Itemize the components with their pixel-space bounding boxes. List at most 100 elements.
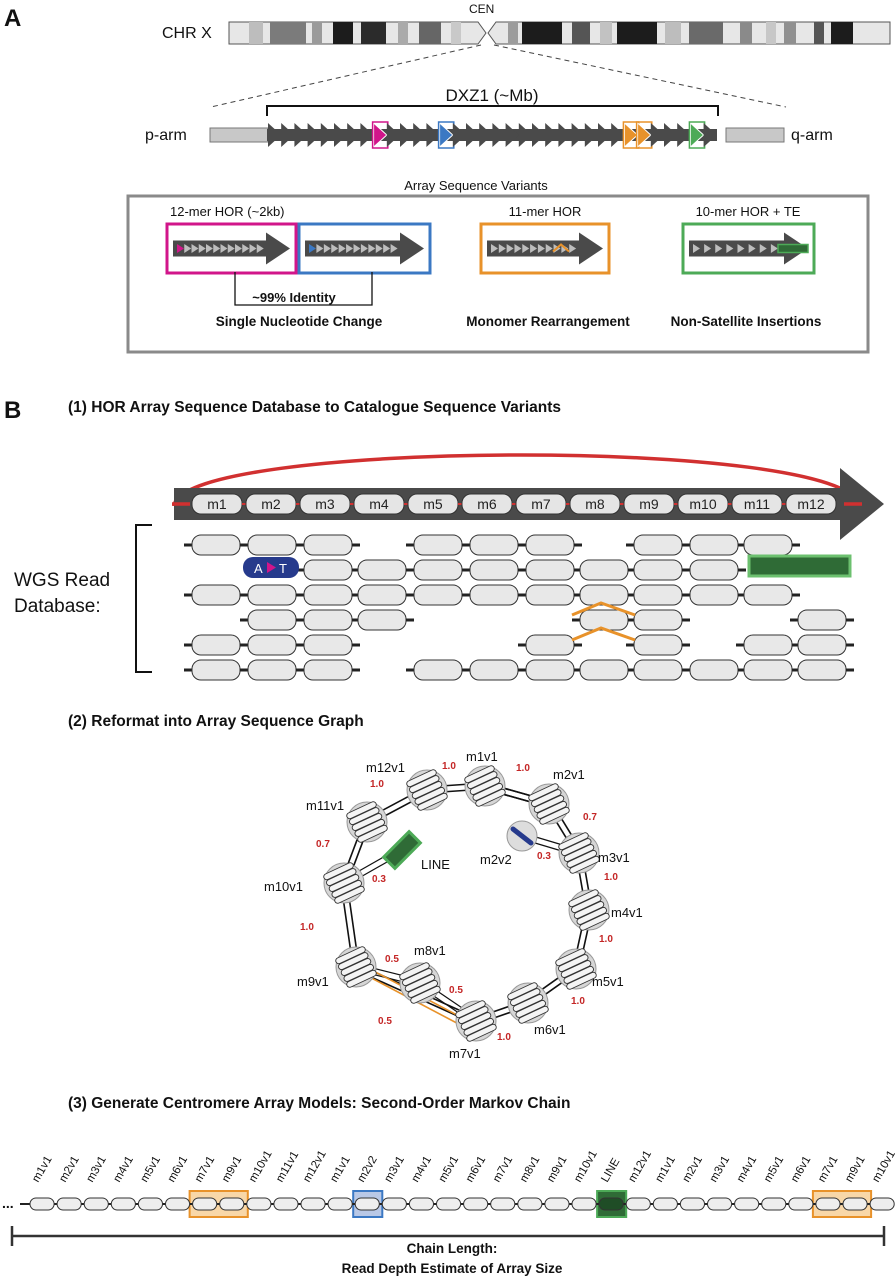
graph-node-read bbox=[579, 912, 610, 931]
read-monomer bbox=[303, 659, 353, 681]
read-monomer bbox=[357, 559, 407, 581]
chromosome-ideogram bbox=[228, 21, 891, 45]
read-monomer bbox=[247, 534, 297, 556]
chain-label: m5v1 bbox=[437, 1154, 461, 1184]
chain-monomer bbox=[598, 1197, 624, 1211]
wgs-label-line1: WGS Read bbox=[14, 570, 110, 591]
consensus-monomer-label: m1 bbox=[207, 496, 227, 512]
edge-weight: 0.7 bbox=[316, 839, 330, 850]
line-element-box bbox=[381, 829, 423, 871]
graph-label-m6v1: m6v1 bbox=[534, 1022, 566, 1037]
dxz1-label: DXZ1 (~Mb) bbox=[445, 86, 538, 105]
hor-monomer bbox=[368, 244, 376, 253]
panel-a-letter: A bbox=[4, 5, 21, 32]
chain-monomer bbox=[815, 1197, 841, 1211]
chain-monomer bbox=[110, 1197, 136, 1211]
cen-label: CEN bbox=[469, 2, 494, 16]
graph-label-m10v1: m10v1 bbox=[264, 879, 303, 894]
read-monomer bbox=[525, 634, 575, 656]
graph-label-m3v1: m3v1 bbox=[598, 850, 630, 865]
dxz1-monomer bbox=[452, 123, 466, 147]
graph-node-read bbox=[563, 844, 595, 862]
hor-monomer bbox=[220, 244, 228, 253]
chain-monomer bbox=[83, 1197, 109, 1211]
consensus-monomer-label: m3 bbox=[315, 496, 335, 512]
hor-monomer bbox=[545, 244, 553, 253]
graph-node-read bbox=[568, 889, 599, 908]
hor12-magenta-variant bbox=[165, 222, 298, 275]
chain-monomer bbox=[327, 1197, 353, 1211]
edge-weight: 0.3 bbox=[537, 851, 551, 862]
graph-node-read bbox=[533, 795, 565, 813]
dxz1-monomer bbox=[664, 123, 678, 147]
read-monomer bbox=[633, 659, 683, 681]
graph-node-read bbox=[328, 874, 360, 892]
read-monomer bbox=[579, 584, 629, 606]
read-monomer bbox=[413, 534, 463, 556]
graph-node-read bbox=[357, 824, 388, 843]
variants-box bbox=[126, 194, 870, 354]
read-monomer bbox=[689, 584, 739, 606]
chain-monomer bbox=[842, 1197, 868, 1211]
chain-label: m10v1 bbox=[572, 1149, 600, 1185]
graph-label-LINE: LINE bbox=[421, 857, 450, 872]
hor-monomer bbox=[227, 244, 235, 253]
hor-monomer bbox=[177, 244, 184, 253]
graph-label-m1v1: m1v1 bbox=[466, 749, 498, 764]
hor-monomer bbox=[360, 244, 368, 253]
consensus-monomer-label: m2 bbox=[261, 496, 281, 512]
consensus-monomer-label: m7 bbox=[531, 496, 551, 512]
hor-monomer bbox=[235, 244, 242, 253]
step2-title: (2) Reformat into Array Sequence Graph bbox=[68, 713, 364, 730]
edge-weight: 1.0 bbox=[497, 1032, 511, 1043]
chain-label: m10v1 bbox=[870, 1149, 896, 1185]
read-monomer bbox=[357, 584, 407, 606]
hor-monomer bbox=[569, 244, 577, 253]
dxz1-monomer bbox=[334, 123, 348, 147]
hor-monomer bbox=[506, 244, 514, 253]
hor-monomer bbox=[309, 244, 316, 253]
read-monomer bbox=[469, 559, 519, 581]
te-insertion-read bbox=[747, 554, 852, 578]
edge-weight: 1.0 bbox=[604, 872, 618, 883]
dxz1-monomer-array bbox=[267, 121, 717, 149]
dxz1-monomer bbox=[650, 123, 664, 147]
wgs-label-line2: Database: bbox=[14, 596, 101, 617]
chain-label: m12v1 bbox=[626, 1149, 654, 1185]
graph-node-read bbox=[406, 769, 437, 788]
graph-node-read bbox=[351, 813, 383, 831]
graph-node-read bbox=[507, 982, 538, 1001]
graph-node-read bbox=[349, 807, 380, 826]
p-arm-label: p-arm bbox=[145, 127, 187, 144]
read-monomer bbox=[525, 534, 575, 556]
chain-label: m6v1 bbox=[166, 1154, 190, 1184]
consensus-monomer-label: m5 bbox=[423, 496, 443, 512]
graph-node-read bbox=[402, 968, 433, 987]
chain-label: m11v1 bbox=[274, 1149, 301, 1184]
read-monomer bbox=[525, 559, 575, 581]
chain-label: m1v1 bbox=[654, 1154, 678, 1184]
read-monomer bbox=[191, 534, 241, 556]
edge-weight: 1.0 bbox=[370, 779, 384, 790]
hor-monomer bbox=[726, 244, 734, 253]
graph-node-read bbox=[354, 818, 385, 837]
chr-x-label: CHR X bbox=[162, 25, 212, 42]
chain-label: m9v1 bbox=[545, 1154, 569, 1184]
hor-monomer bbox=[770, 244, 778, 253]
chain-monomer bbox=[788, 1197, 814, 1211]
hor-monomer bbox=[759, 244, 767, 253]
identity-label: ~99% Identity bbox=[252, 290, 336, 305]
read-monomer bbox=[743, 659, 793, 681]
dxz1-monomer bbox=[492, 123, 506, 147]
chain-monomer bbox=[137, 1197, 163, 1211]
consensus-monomer-label: m9 bbox=[639, 496, 659, 512]
hor-monomer bbox=[256, 244, 264, 253]
graph-node-read bbox=[334, 885, 365, 904]
read-monomer bbox=[303, 584, 353, 606]
edge-weight: 0.3 bbox=[372, 874, 386, 885]
hor-monomer bbox=[530, 244, 538, 253]
read-monomer bbox=[633, 584, 683, 606]
chain-ellipsis-left: ... bbox=[2, 1195, 14, 1211]
non-satellite-insertions-label: Non-Satellite Insertions bbox=[671, 314, 822, 329]
